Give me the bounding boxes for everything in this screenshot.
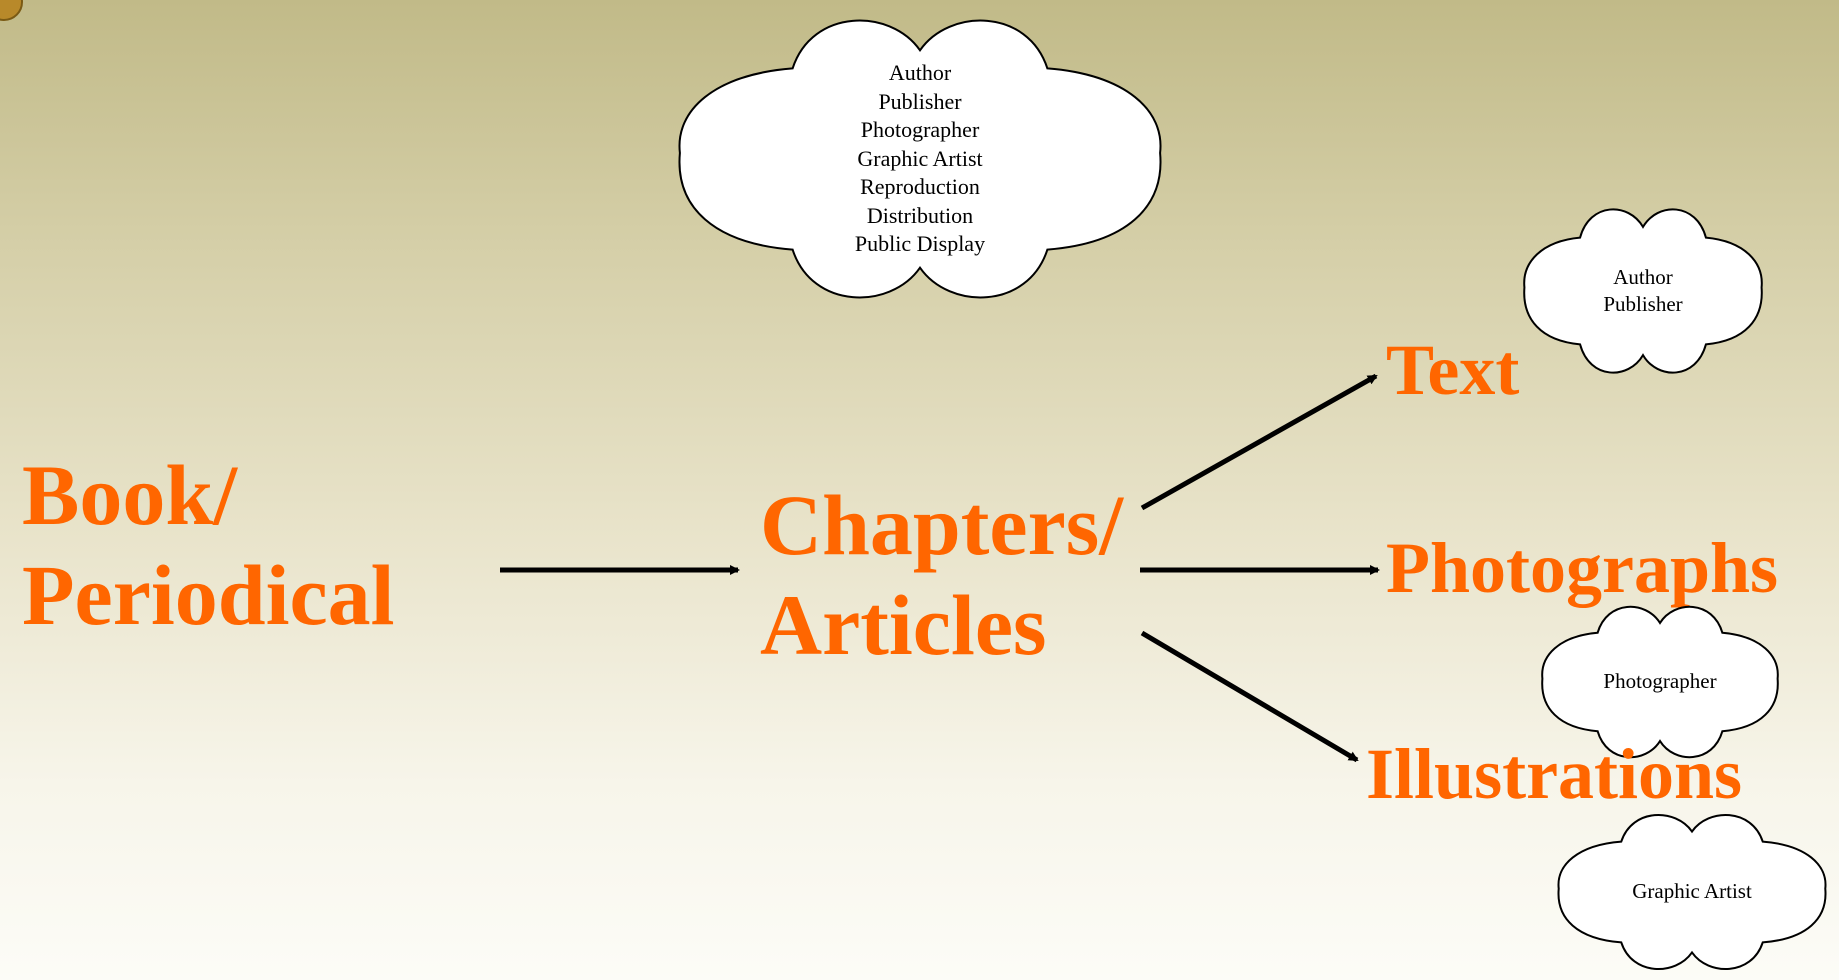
middle-line-1: Chapters/ [760, 477, 1124, 573]
cloud-text-line: Author [1613, 264, 1673, 289]
photographs-cloud-text: Photographer [1540, 600, 1780, 764]
illustrations-rights-cloud: Graphic Artist [1556, 808, 1828, 976]
cloud-text-line: Graphic Artist [857, 145, 983, 171]
source-node-label: Book/ Periodical [22, 452, 395, 638]
cloud-text-line: Publisher [878, 88, 962, 114]
cloud-text-line: Author [888, 59, 952, 85]
target-illustrations-label: Illustrations [1366, 734, 1743, 814]
middle-line-2: Articles [760, 577, 1047, 673]
cloud-text-line: Photographer [860, 117, 980, 143]
target-photographs-label: Photographs [1386, 528, 1779, 608]
middle-node-label: Chapters/ Articles [760, 482, 1123, 668]
source-line-2: Periodical [22, 547, 395, 643]
cloud-text-line: Distribution [866, 202, 974, 228]
target-text-label: Text [1386, 330, 1520, 410]
cloud-text-line: Publisher [1603, 292, 1683, 316]
cloud-text-line: Photographer [1603, 669, 1717, 694]
illustrations-cloud-text: Graphic Artist [1556, 808, 1828, 976]
corner-ornament-icon [0, 0, 23, 21]
source-line-1: Book/ [22, 447, 238, 543]
cloud-text-line: Public Display [854, 231, 986, 257]
arrow-chapters-to-text [1140, 373, 1378, 511]
photographs-rights-cloud: Photographer [1540, 600, 1780, 764]
cloud-text-line: Graphic Artist [1632, 879, 1752, 904]
arrow-chapters-to-illustrations [1140, 630, 1359, 763]
cloud-text-line: Reproduction [860, 174, 980, 200]
